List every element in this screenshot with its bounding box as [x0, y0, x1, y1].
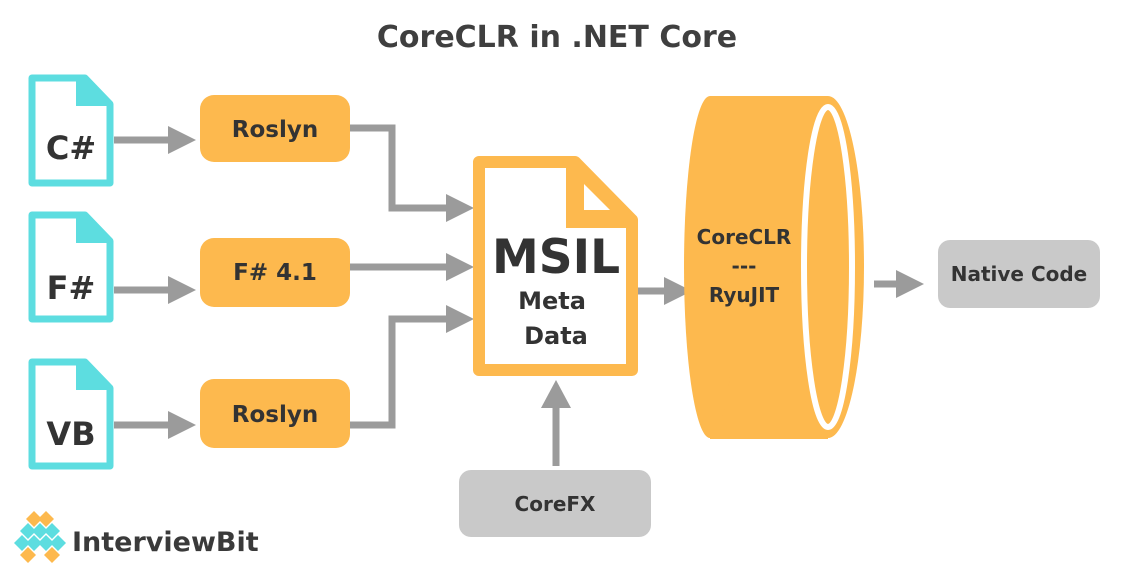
arrow-corefx-to-msil: [541, 380, 571, 466]
diagram-title: CoreCLR in .NET Core: [377, 20, 737, 55]
msil-title: MSIL: [492, 230, 620, 285]
roslyn-vb-label: Roslyn: [232, 402, 318, 428]
ryujit-label: RyuJIT: [709, 283, 780, 307]
vb-file-icon: [28, 358, 114, 470]
msil-document-icon: [473, 156, 638, 376]
interviewbit-logo-icon: [14, 511, 66, 563]
vb-label: VB: [46, 415, 95, 453]
fsharp-compiler-box: [200, 238, 350, 307]
roslyn-csharp-label: Roslyn: [232, 117, 318, 143]
msil-data-label: Data: [524, 322, 588, 350]
arrows-lang-to-compiler: [114, 126, 196, 439]
native-code-label: Native Code: [951, 262, 1088, 286]
coreclr-cylinder: [684, 96, 864, 439]
arrowheads-compiler-to-msil: [446, 194, 474, 333]
coreclr-label: CoreCLR: [697, 225, 792, 249]
arrows-compiler-to-msil: [350, 124, 448, 429]
native-code-box: [938, 240, 1100, 308]
arrow-coreclr-to-native: [874, 270, 924, 298]
msil-meta-label: Meta: [518, 287, 586, 315]
corefx-label: CoreFX: [515, 492, 597, 516]
fsharp-file-icon: [28, 211, 114, 323]
coreclr-separator: ---: [732, 254, 757, 278]
roslyn-vb-box: [200, 379, 350, 448]
fsharp-compiler-label: F# 4.1: [233, 260, 317, 286]
csharp-file-icon: [28, 74, 114, 187]
corefx-box: [459, 470, 651, 537]
csharp-label: C#: [46, 129, 96, 167]
arrow-msil-to-coreclr: [638, 277, 692, 305]
fsharp-label: F#: [47, 269, 96, 307]
interviewbit-logo-text: InterviewBit: [72, 527, 259, 558]
roslyn-csharp-box: [200, 95, 350, 162]
